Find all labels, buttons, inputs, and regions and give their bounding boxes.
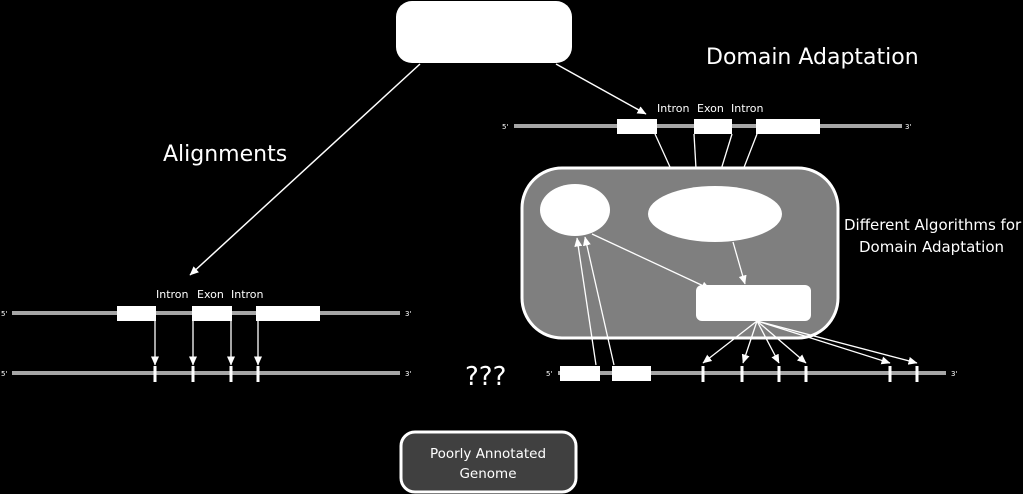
five-prime-label: 5' xyxy=(546,370,552,378)
five-prime-label: 5' xyxy=(502,123,508,131)
exon-block xyxy=(117,306,156,321)
prediction-arrows xyxy=(702,320,918,365)
five-prime-label: 5' xyxy=(1,370,7,378)
unknown-label: ??? xyxy=(465,362,506,392)
five-prime-label: 5' xyxy=(1,310,7,318)
algorithm-node-large xyxy=(648,186,782,242)
intron-label: Intron xyxy=(156,288,189,301)
algorithm-node-small xyxy=(540,184,610,236)
target-strand-right: 5' 3' xyxy=(546,366,957,382)
exon-block xyxy=(560,366,600,381)
genome-box-label-line2: Genome xyxy=(459,466,516,482)
exon-label: Exon xyxy=(697,102,724,115)
training-arrows xyxy=(574,236,615,366)
panel-arrow xyxy=(732,241,747,285)
exon-block xyxy=(756,119,820,134)
alignments-arrow xyxy=(189,63,421,276)
genome-box-label-line1: Poorly Annotated xyxy=(430,446,546,462)
intron-label: Intron xyxy=(231,288,264,301)
exon-block xyxy=(617,119,657,134)
algorithms-label-line2: Domain Adaptation xyxy=(859,238,1004,256)
three-prime-label: 3' xyxy=(405,310,411,318)
target-strand-left: 5' 3' xyxy=(1,366,411,382)
three-prime-label: 3' xyxy=(405,370,411,378)
exon-block xyxy=(694,119,732,134)
algorithm-output-box xyxy=(696,285,811,321)
projection-arrows xyxy=(151,321,262,366)
annotated-gene-right: 5' 3' Intron Exon Intron xyxy=(502,102,911,134)
three-prime-label: 3' xyxy=(905,123,911,131)
panel-arrow xyxy=(591,233,711,290)
exon-block xyxy=(192,306,232,321)
domain-adaptation-title: Domain Adaptation xyxy=(706,45,919,70)
exon-block xyxy=(256,306,320,321)
intron-label: Intron xyxy=(657,102,690,115)
three-prime-label: 3' xyxy=(951,370,957,378)
source-genome-box xyxy=(396,1,572,63)
exon-label: Exon xyxy=(197,288,224,301)
algorithms-label-line1: Different Algorithms for xyxy=(844,216,1022,234)
alignments-title: Alignments xyxy=(163,142,287,167)
intron-label: Intron xyxy=(731,102,764,115)
annotated-gene-left: 5' 3' Intron Exon Intron xyxy=(1,288,411,321)
poorly-annotated-genome-box xyxy=(399,430,578,494)
exon-block xyxy=(612,366,651,381)
domain-adaptation-arrow xyxy=(555,63,647,115)
